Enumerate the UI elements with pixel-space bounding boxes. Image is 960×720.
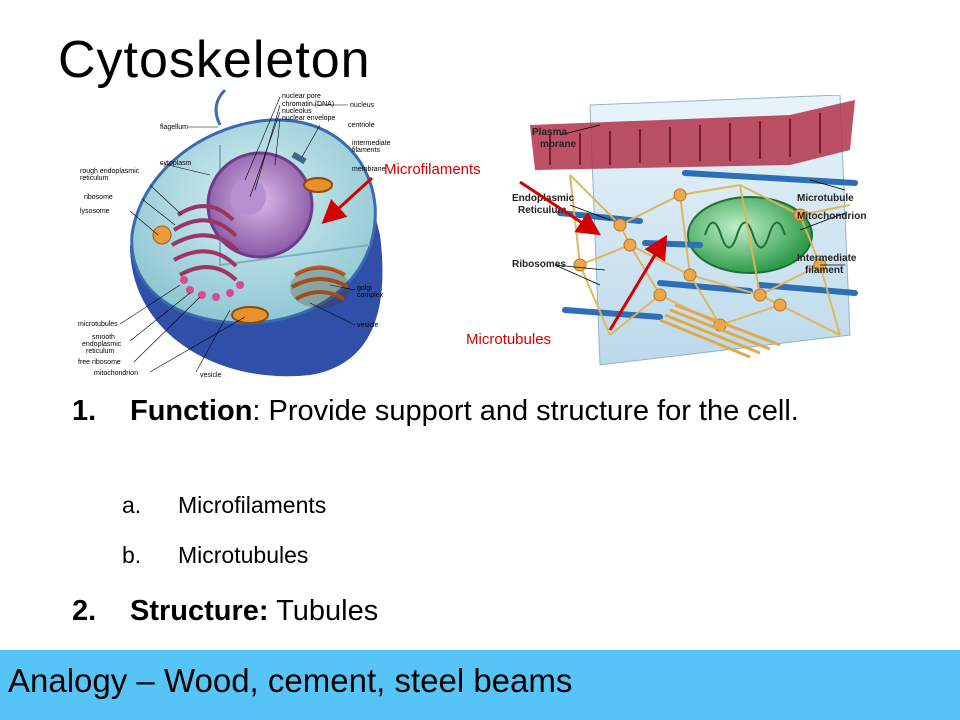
label-plasma-membrane-2: mbrane <box>540 139 577 150</box>
label-golgi: golgi <box>357 285 372 292</box>
label-microtubules: microtubules <box>78 321 118 328</box>
label-intermediate-filaments: intermediate <box>352 140 391 147</box>
slide-title: Cytoskeleton <box>58 31 371 89</box>
label-ribosome: ribosome <box>84 194 113 201</box>
label-nuclear-envelope: nuclear envelope <box>282 115 335 122</box>
sub-item-microfilaments: a. Microfilaments <box>122 490 326 540</box>
list-item-structure: 2. Structure: Tubules <box>72 592 378 630</box>
sub-item-text: Microtubules <box>178 542 309 568</box>
label-flagellum: flagellum <box>160 124 188 131</box>
label-rough-er-2: reticulum <box>80 175 109 182</box>
animal-cell-diagram: nuclear pore chromatin (DNA) nucleolus n… <box>78 88 391 379</box>
structure-text: Tubules <box>268 595 379 627</box>
analogy-bar: Analogy – Wood, cement, steel beams <box>0 650 960 720</box>
function-heading: Function <box>130 395 253 427</box>
label-plasma-membrane: Plasma <box>532 127 567 138</box>
sub-item-microtubules: b. Microtubules <box>122 540 326 590</box>
label-intermediate-filament: Intermediate <box>797 253 857 264</box>
label-lysosome: lysosome <box>80 208 110 215</box>
label-membrane: membrane <box>352 166 386 173</box>
sub-list: a. Microfilaments b. Microtubules <box>122 490 326 590</box>
label-chromatin: chromatin (DNA) <box>282 101 334 108</box>
label-ribosomes: Ribosomes <box>512 259 566 270</box>
label-endoplasmic-reticulum: Endoplasmic <box>512 193 575 204</box>
label-golgi-2: complex <box>357 292 384 299</box>
label-microtubule: Microtubule <box>797 193 854 204</box>
label-nucleolus: nucleolus <box>282 108 312 115</box>
label-centriole: centriole <box>348 122 375 129</box>
label-vesicle-bottom: vesicle <box>200 372 222 379</box>
content-list: 1. Function: Provide support and structu… <box>72 392 892 434</box>
label-smooth-er-3: reticulum <box>86 348 115 355</box>
analogy-text: Analogy – Wood, cement, steel beams <box>8 662 573 699</box>
label-mitochondrion: mitochondrion <box>94 370 138 377</box>
label-rough-er: rough endoplasmic <box>80 168 140 175</box>
callout-microfilaments: Microfilaments <box>384 161 481 178</box>
sub-item-text: Microfilaments <box>178 492 327 518</box>
function-text: : Provide support and structure for the … <box>252 395 799 427</box>
callout-microtubules: Microtubules <box>466 331 552 348</box>
label-cytoplasm: cytoplasm <box>160 160 192 167</box>
label-intermediate-filament-2: filament <box>805 265 844 276</box>
item-number: 1. <box>72 395 97 427</box>
label-vesicle-right: vesicle <box>357 322 379 329</box>
structure-heading: Structure: <box>130 595 269 627</box>
label-mitochondrion-cyto: Mitochondrion <box>797 211 866 222</box>
label-nuclear-pore: nuclear pore <box>282 93 321 100</box>
label-smooth-er-2: endoplasmic <box>82 341 122 348</box>
item-number: 2. <box>72 595 97 627</box>
label-endoplasmic-reticulum-2: Reticulum <box>518 205 566 216</box>
sub-item-letter: a. <box>122 492 142 518</box>
label-smooth-er: smooth <box>92 334 115 341</box>
sub-item-letter: b. <box>122 542 142 568</box>
list-item-function: 1. Function: Provide support and structu… <box>72 392 892 430</box>
label-intermediate-filaments-2: filaments <box>352 147 381 154</box>
label-free-ribosome: free ribosome <box>78 359 121 366</box>
label-nucleus: nucleus <box>350 102 375 109</box>
